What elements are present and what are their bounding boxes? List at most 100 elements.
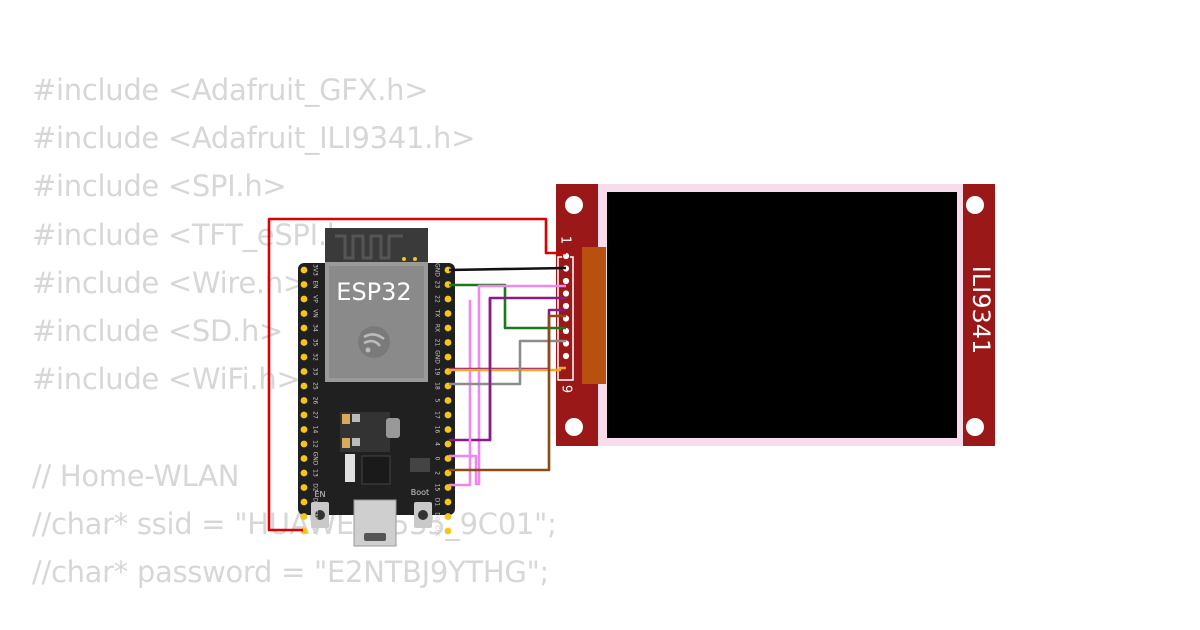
left-pin[interactable] — [300, 382, 308, 390]
wire-dc[interactable] — [449, 300, 472, 487]
smd-component — [410, 458, 430, 472]
right-pin[interactable] — [444, 527, 452, 535]
right-pin[interactable] — [444, 266, 452, 274]
code-line: #include <SPI.h> — [32, 169, 287, 204]
display-label: ILI9341 — [967, 266, 995, 355]
code-line: #include <SD.h> — [32, 313, 284, 348]
mount-hole — [565, 418, 583, 436]
wires — [267, 217, 567, 532]
right-pin-label: GND — [434, 350, 441, 364]
left-pin[interactable] — [300, 281, 308, 288]
usb-uart-chip — [361, 455, 391, 485]
left-pin[interactable] — [300, 484, 308, 491]
left-pin[interactable] — [300, 368, 308, 375]
right-pin-label: D0 — [434, 512, 441, 521]
wire-led[interactable] — [449, 284, 566, 486]
display-header-pin[interactable] — [561, 301, 571, 311]
right-pin[interactable] — [444, 411, 452, 419]
right-pin-label: 18 — [434, 382, 441, 390]
right-pin[interactable] — [444, 324, 452, 332]
left-pin[interactable] — [300, 310, 308, 317]
left-pin[interactable] — [300, 353, 308, 361]
left-pin-label: 5V — [312, 527, 319, 536]
left-pin-label: 33 — [312, 368, 319, 376]
wire-sck[interactable] — [449, 339, 566, 386]
right-pin-label: CLK — [434, 525, 441, 538]
en-label: EN — [314, 490, 325, 499]
right-pin-label: 17 — [434, 411, 441, 419]
right-pin-label: GND — [434, 263, 441, 277]
right-pin[interactable] — [444, 513, 452, 520]
right-pin[interactable] — [444, 397, 452, 404]
right-pin-label: 21 — [434, 339, 441, 347]
module-shield — [329, 266, 424, 378]
left-pin[interactable] — [300, 295, 308, 303]
left-pin[interactable] — [300, 339, 308, 346]
right-pin-label: TX — [434, 309, 441, 318]
display-screen — [607, 192, 957, 438]
right-pin-label: 5 — [434, 399, 441, 403]
esp32-board[interactable]: ESP32 EN Boot 3V3ENVPVN34353233252627141… — [298, 228, 455, 547]
left-pin-label: VN — [312, 309, 319, 318]
wire-vcc[interactable] — [267, 217, 566, 532]
left-pin[interactable] — [300, 324, 308, 332]
wire-mosi[interactable] — [449, 283, 566, 330]
right-pin[interactable] — [444, 426, 452, 433]
display-flex-cable — [582, 247, 606, 384]
left-pin[interactable] — [300, 397, 308, 404]
left-pin[interactable] — [300, 426, 308, 433]
right-pin[interactable] — [444, 310, 452, 317]
left-pin-label: 32 — [312, 353, 319, 361]
code-line: // Home-WLAN — [32, 458, 240, 493]
left-pin[interactable] — [300, 455, 308, 462]
mount-hole — [565, 196, 583, 214]
smd-component — [352, 438, 360, 446]
left-pin-label: 3V3 — [312, 264, 319, 276]
left-pin-label: GND — [312, 452, 319, 466]
left-pin[interactable] — [300, 411, 308, 419]
right-pin-label: 16 — [434, 426, 441, 434]
display-header-pin[interactable] — [561, 351, 571, 361]
boot-label: Boot — [411, 488, 429, 497]
wire-gnd[interactable] — [448, 266, 567, 272]
display-header-pin[interactable] — [561, 289, 571, 298]
ili9341-display[interactable]: 1 9 ILI9341 — [556, 184, 995, 446]
left-pin[interactable] — [300, 513, 308, 520]
right-pin[interactable] — [444, 440, 452, 448]
wire-miso[interactable] — [449, 366, 566, 372]
left-pin[interactable] — [300, 498, 308, 506]
left-pin-label: 12 — [312, 440, 319, 448]
left-pin-label: 35 — [312, 339, 319, 347]
left-pin-label: CMD — [312, 510, 319, 524]
code-line: //char* password = "E2NTBJ9YTHG"; — [32, 554, 550, 589]
right-pin-label: 19 — [434, 368, 441, 376]
left-pin-label: EN — [312, 280, 319, 288]
left-pin-label: 14 — [312, 426, 319, 434]
antenna-pad — [413, 257, 417, 261]
right-pin-label: 0 — [434, 457, 441, 461]
code-line: #include <Adafruit_GFX.h> — [32, 73, 429, 107]
code-line: #include <Adafruit_ILI9341.h> — [32, 121, 476, 156]
left-pin[interactable] — [300, 469, 308, 477]
wire-brown[interactable] — [449, 314, 566, 472]
right-pin[interactable] — [444, 339, 452, 346]
right-pin[interactable] — [444, 498, 452, 506]
led-component — [386, 418, 400, 438]
right-pin[interactable] — [444, 295, 452, 303]
right-pin-label: 4 — [434, 442, 441, 446]
left-pin[interactable] — [300, 440, 308, 448]
left-pin-label: 34 — [312, 324, 319, 332]
usb-socket-icon — [364, 533, 386, 541]
display-header-pin[interactable] — [561, 276, 571, 286]
esp32-label: ESP32 — [336, 278, 411, 306]
smd-component — [342, 414, 350, 424]
display-pin-last-label: 9 — [559, 385, 574, 393]
left-pin[interactable] — [300, 266, 308, 274]
display-pin-first-label: 1 — [558, 236, 573, 244]
left-pin-label: 26 — [312, 397, 319, 405]
smd-component — [352, 414, 360, 422]
right-pin[interactable] — [444, 353, 452, 361]
right-pin-label: 23 — [434, 281, 441, 289]
antenna-trace — [335, 234, 403, 260]
